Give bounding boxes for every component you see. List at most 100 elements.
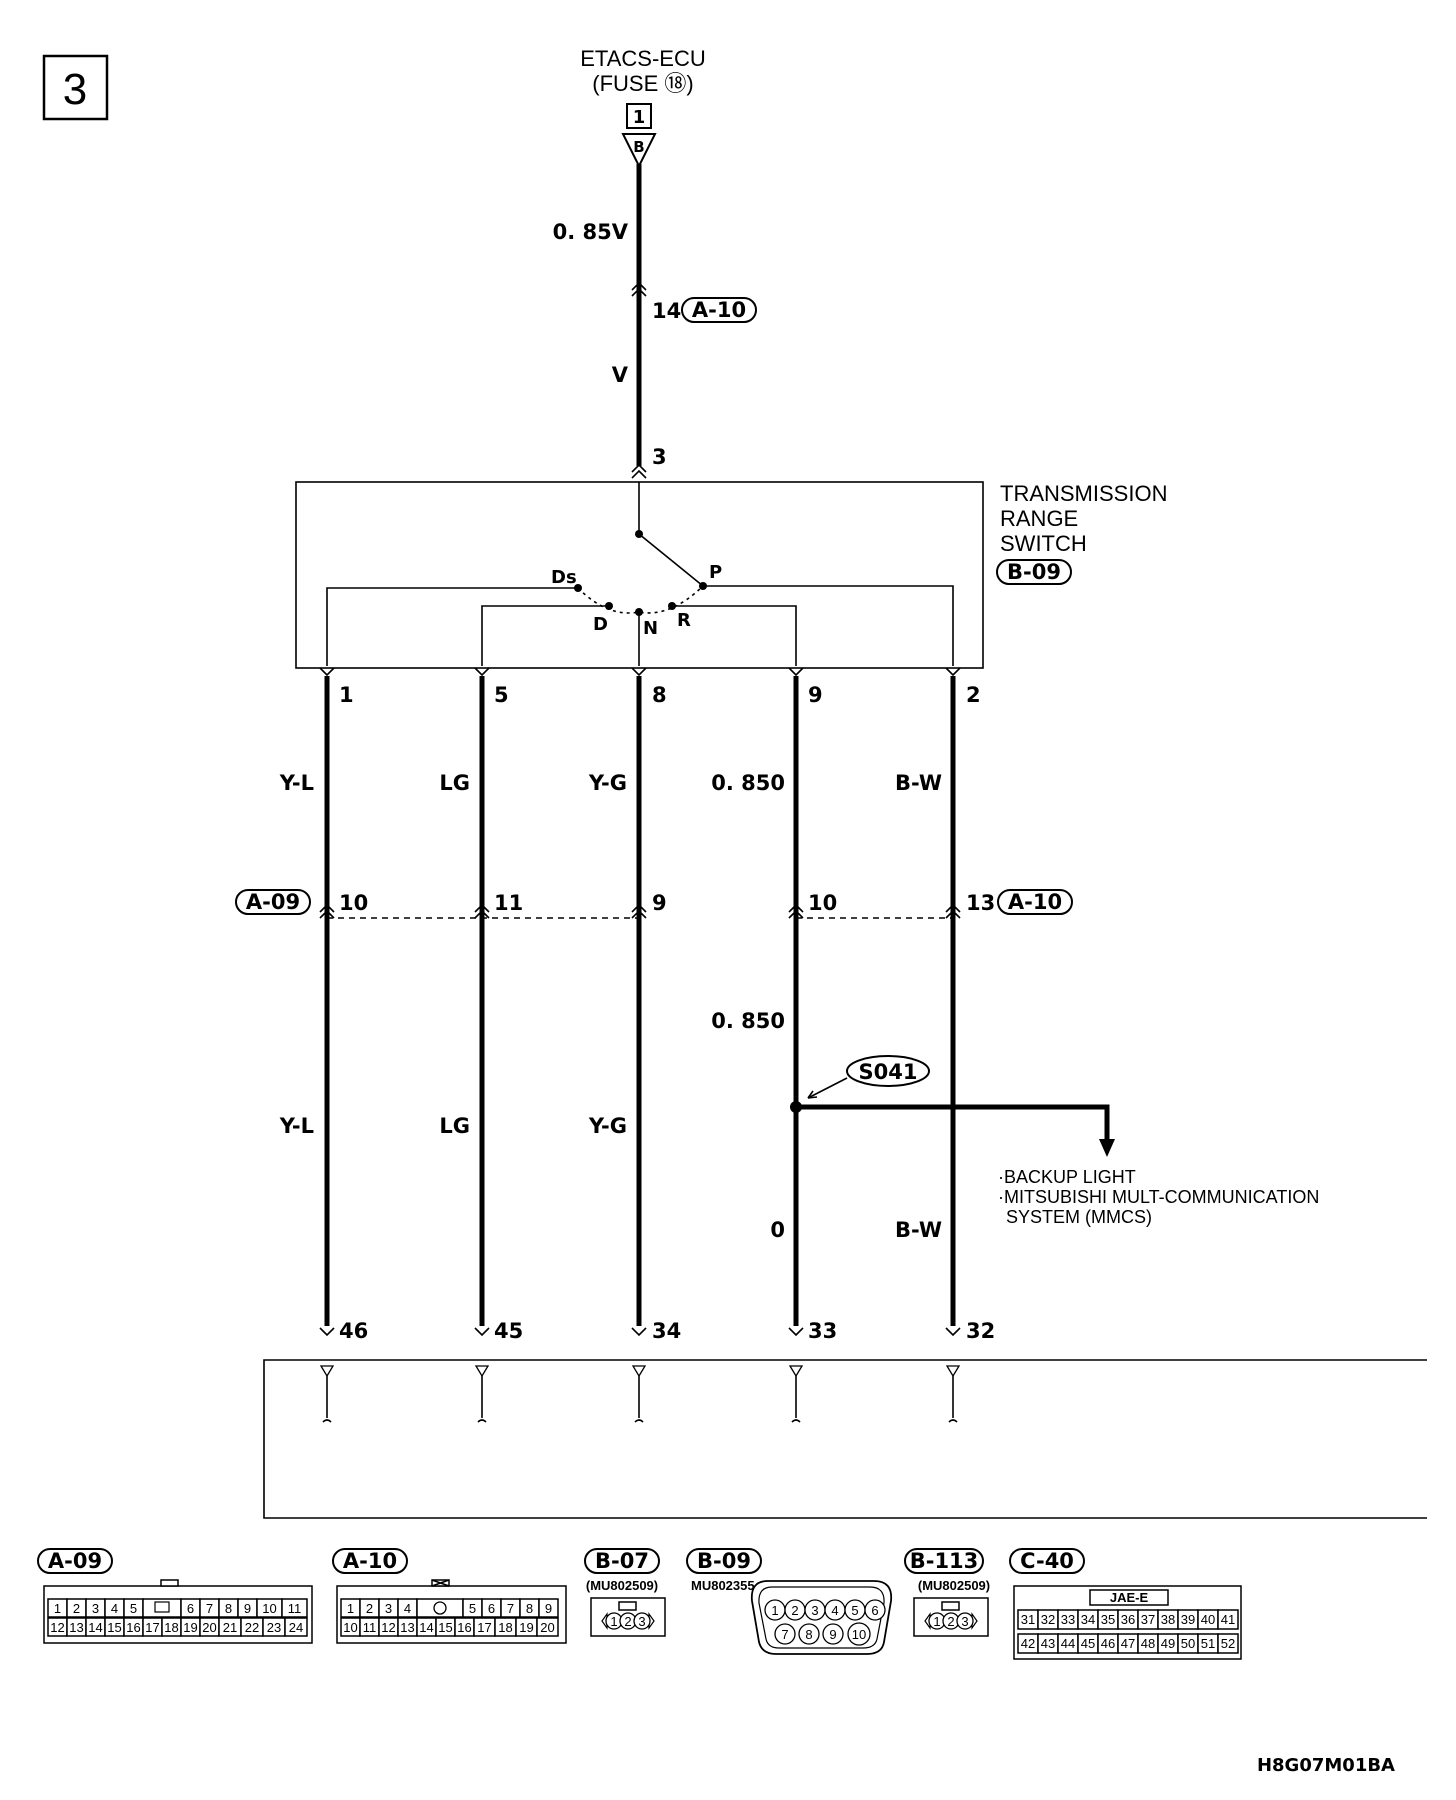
connector-a09-row2: 12 13 14 15 16 17 18 19 20 21 22 23 24 <box>47 1617 308 1637</box>
svg-text:21: 21 <box>223 1620 237 1635</box>
connector-b07-part: (MU802509) <box>586 1578 658 1593</box>
splice-s041: S041 ·BACKUP LIGHT ·MITSUBISHI MULT-COMM… <box>790 1055 1319 1227</box>
transmission-range-switch: TRANSMISSION RANGE SWITCH B-09 Ds D N R … <box>295 481 1167 669</box>
svg-text:4: 4 <box>111 1601 118 1616</box>
switch-label-d: D <box>593 614 608 635</box>
circuit-5-ecu-pin: 32 <box>966 1319 995 1343</box>
svg-text:2: 2 <box>73 1601 80 1616</box>
circuit-3-upper-wire: Y-G <box>588 771 627 795</box>
svg-text:19: 19 <box>183 1620 197 1635</box>
source-fuse: (FUSE ⑱) <box>592 71 693 96</box>
joint-connectors: A-09 A-10 <box>235 889 1073 919</box>
switch-contact-arm <box>638 533 704 587</box>
svg-text:10: 10 <box>262 1601 276 1616</box>
svg-text:31: 31 <box>1021 1612 1035 1627</box>
connector-b07-label: B-07 <box>595 1549 649 1573</box>
circuit-4-ecu-pin: 33 <box>808 1319 837 1343</box>
svg-text:32: 32 <box>1041 1612 1055 1627</box>
svg-text:13: 13 <box>400 1620 414 1635</box>
splice-branch-arrow-icon <box>1099 1139 1115 1157</box>
svg-text:38: 38 <box>1161 1612 1175 1627</box>
connector-a10: A-10 1 2 3 4 5 6 7 8 9 10 11 12 13 14 15… <box>332 1548 567 1644</box>
svg-text:24: 24 <box>289 1620 303 1635</box>
source-name: ETACS-ECU <box>580 46 706 71</box>
circuit-1-joint-pin: 10 <box>339 891 368 915</box>
connector-c40: C-40 JAE-E 31 32 33 34 35 36 37 38 39 40… <box>1009 1548 1242 1660</box>
svg-text:3: 3 <box>961 1614 968 1629</box>
joint-left-connector: A-09 <box>246 890 300 914</box>
svg-text:5: 5 <box>851 1603 858 1618</box>
circuit-5: 2 B-W 13 B-W 32 <box>895 667 995 1343</box>
feed-wire-size: 0. 85V <box>553 220 629 244</box>
svg-text:49: 49 <box>1161 1636 1175 1651</box>
svg-text:7: 7 <box>206 1601 213 1616</box>
source-terminal-icon <box>621 133 657 169</box>
circuit-2-switch-pin: 5 <box>494 683 509 707</box>
svg-text:12: 12 <box>381 1620 395 1635</box>
svg-text:8: 8 <box>526 1601 533 1616</box>
source-pin-box <box>626 103 652 129</box>
svg-text:9: 9 <box>244 1601 251 1616</box>
circuit-3-joint-pin: 9 <box>652 891 667 915</box>
switch-label-ds: Ds <box>551 567 577 588</box>
svg-text:2: 2 <box>366 1601 373 1616</box>
svg-text:17: 17 <box>145 1620 159 1635</box>
feed-joint-connector-pill <box>681 297 757 323</box>
svg-text:5: 5 <box>130 1601 137 1616</box>
svg-text:46: 46 <box>1101 1636 1115 1651</box>
terminal-45 <box>474 1365 490 1423</box>
svg-text:3: 3 <box>385 1601 392 1616</box>
source-connector-letter: B <box>633 138 644 156</box>
switch-lead-p <box>703 585 954 666</box>
svg-text:50: 50 <box>1181 1636 1195 1651</box>
svg-text:1: 1 <box>933 1614 940 1629</box>
svg-text:18: 18 <box>164 1620 178 1635</box>
splice-id: S041 <box>859 1060 918 1084</box>
feed-joint-connector: A-10 <box>692 298 746 322</box>
circuit-2-lower-wire: LG <box>439 1114 470 1138</box>
etacs-ecu-source: ETACS-ECU (FUSE ⑱) 1 B <box>580 46 706 169</box>
splice-dest-line2: ·MITSUBISHI MULT-COMMUNICATION <box>998 1187 1319 1207</box>
connector-a09: A-09 1 2 3 4 5 6 7 8 9 10 11 12 13 14 15… <box>37 1548 313 1644</box>
svg-text:48: 48 <box>1141 1636 1155 1651</box>
destination-unit <box>263 1359 1427 1519</box>
circuit-5-upper-wire: B-W <box>895 771 942 795</box>
circuit-4: 9 0. 850 10 0. 850 0 33 <box>711 667 837 1343</box>
circuit-5-switch-pin: 2 <box>966 683 981 707</box>
svg-text:9: 9 <box>829 1627 836 1642</box>
feed-joint-icon <box>631 281 647 297</box>
circuit-2-upper-wire: LG <box>439 771 470 795</box>
svg-text:44: 44 <box>1061 1636 1075 1651</box>
svg-text:3: 3 <box>638 1614 645 1629</box>
connector-b07: B-07 (MU802509) 1 2 3 <box>584 1548 666 1637</box>
switch-lead-d <box>481 605 609 666</box>
switch-connector: B-09 <box>1007 560 1061 584</box>
splice-id-pill <box>846 1055 930 1087</box>
switch-title-line2: RANGE <box>1000 506 1078 531</box>
svg-text:6: 6 <box>871 1603 878 1618</box>
svg-text:2: 2 <box>624 1614 631 1629</box>
svg-text:47: 47 <box>1121 1636 1135 1651</box>
svg-text:36: 36 <box>1121 1612 1135 1627</box>
svg-text:23: 23 <box>267 1620 281 1635</box>
connector-b113-part: (MU802509) <box>918 1578 990 1593</box>
circuit-4-switch-pin: 9 <box>808 683 823 707</box>
svg-text:1: 1 <box>54 1601 61 1616</box>
connector-c40-header: JAE-E <box>1110 1590 1149 1605</box>
footer-code: H8G07M01BA <box>1257 1755 1395 1776</box>
svg-text:1: 1 <box>347 1601 354 1616</box>
svg-text:17: 17 <box>477 1620 491 1635</box>
svg-text:10: 10 <box>343 1620 357 1635</box>
switch-label-n: N <box>643 618 658 639</box>
svg-text:16: 16 <box>126 1620 140 1635</box>
section-number: 3 <box>63 65 87 114</box>
switch-label-r: R <box>677 610 691 631</box>
circuit-5-lower-wire: B-W <box>895 1218 942 1242</box>
circuit-1-ecu-pin: 46 <box>339 1319 368 1343</box>
svg-text:19: 19 <box>519 1620 533 1635</box>
connector-b113: B-113 (MU802509) 1 2 3 <box>904 1548 990 1637</box>
svg-text:16: 16 <box>457 1620 471 1635</box>
svg-text:10: 10 <box>852 1627 866 1642</box>
svg-text:20: 20 <box>540 1620 554 1635</box>
terminal-34 <box>631 1365 647 1423</box>
